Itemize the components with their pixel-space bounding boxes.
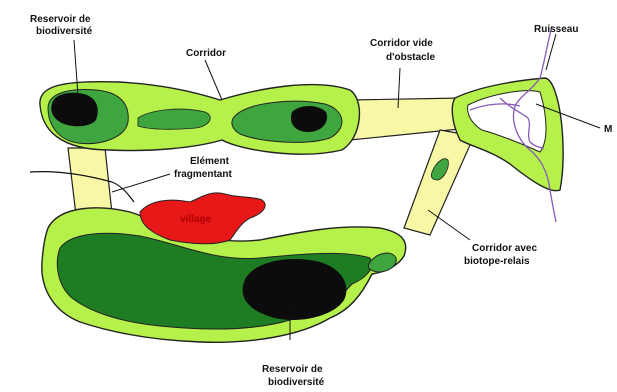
corridor-relais-label-line1: Corridor avec [472,243,537,254]
reservoir-top-label-line2: biodiversité [36,26,93,37]
corridor-relais-label-line2: biotope-relais [464,256,530,267]
reservoir-bottom-label-line2: biodiversité [268,377,325,388]
corridor-vide-label-line1: Corridor vide [370,38,433,49]
pointer-ruisseau [546,34,556,70]
reservoir-bottom-label-line1: Reservoir de [262,364,323,375]
village-label: village [180,214,212,225]
bottom-reservoir [243,259,347,320]
pointer-element-fragmentant [112,174,170,192]
ruisseau-label: Ruisseau [534,24,578,35]
pointer-corridor [205,60,222,100]
element-fragmentant-label-line2: fragmentant [174,169,232,180]
reservoir-top-label-line1: Reservoir de [30,14,91,25]
corridor-biotope-relais [404,130,474,235]
m-label: M [604,124,612,135]
corridor-vide-label-line2: d'obstacle [386,52,435,63]
corridor-label: Corridor [186,48,226,59]
element-fragmentant-label-line1: Elément [190,156,230,167]
